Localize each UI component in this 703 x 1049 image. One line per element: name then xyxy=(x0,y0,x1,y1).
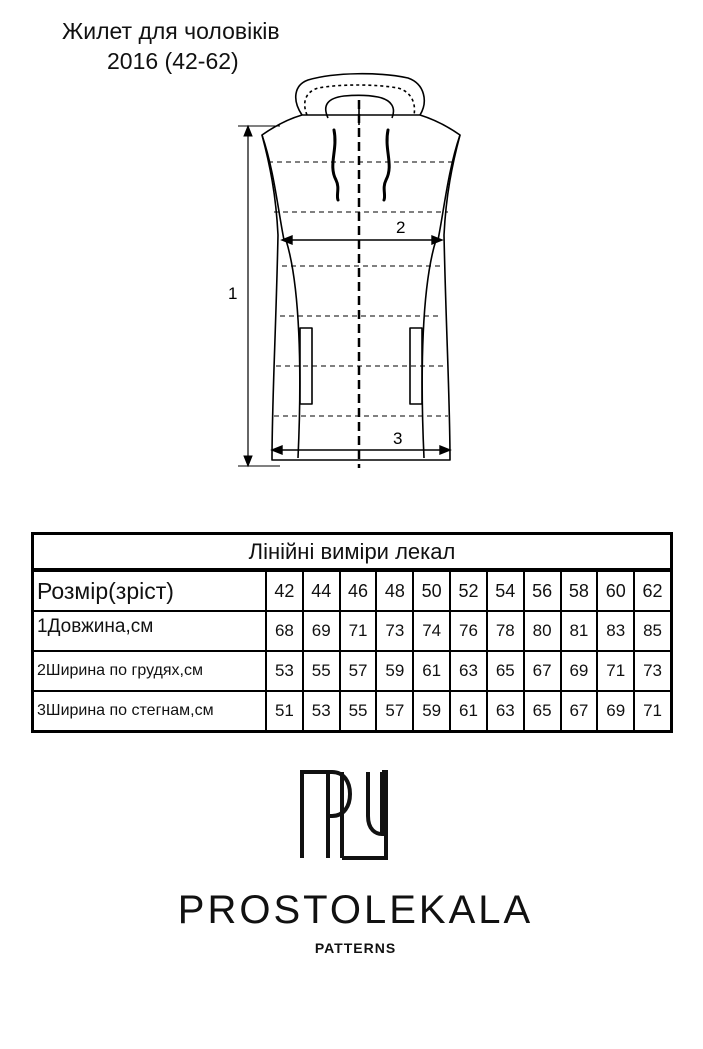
dimension-chest xyxy=(280,234,444,246)
measurements-table: Лінійні виміри лекал Розмір(зріст) 42 44… xyxy=(31,532,673,733)
table-header-row: Розмір(зріст) 42 44 46 48 50 52 54 56 58… xyxy=(34,570,670,610)
value-cell: 69 xyxy=(559,652,597,690)
brand-tagline: PATTERNS xyxy=(314,940,397,956)
hood xyxy=(295,72,425,116)
value-cell: 73 xyxy=(375,612,412,650)
value-cell: 67 xyxy=(522,652,560,690)
value-cell: 63 xyxy=(485,692,523,730)
table-row: 1Довжина,см 68 69 71 73 74 76 78 80 81 8… xyxy=(34,610,670,650)
size-cell: 42 xyxy=(274,580,295,601)
value-cell: 83 xyxy=(596,612,633,650)
value-cell: 55 xyxy=(338,692,376,730)
row-label: 1Довжина,см xyxy=(34,612,267,650)
value-cell: 59 xyxy=(375,652,412,690)
size-cell: 56 xyxy=(522,572,560,610)
size-cell: 60 xyxy=(596,572,633,610)
vest-outline xyxy=(261,114,461,461)
value-cell: 71 xyxy=(596,652,633,690)
value-cell: 65 xyxy=(522,692,560,730)
size-cell: 52 xyxy=(449,572,486,610)
size-cell: 50 xyxy=(412,572,449,610)
size-cell: 46 xyxy=(338,572,376,610)
dimension-chest-label: 2 xyxy=(396,218,405,237)
table-title: Лінійні виміри лекал xyxy=(34,535,670,570)
value-cell: 67 xyxy=(559,692,597,730)
size-cell: 44 xyxy=(301,572,339,610)
size-cell: 62 xyxy=(633,572,670,610)
value-cell: 81 xyxy=(559,612,597,650)
value-cell: 55 xyxy=(301,652,339,690)
value-cell: 78 xyxy=(485,612,523,650)
dimension-length xyxy=(238,124,280,468)
value-cell: 53 xyxy=(274,661,294,680)
dimension-length-label: 1 xyxy=(228,284,237,303)
brand-logo-icon xyxy=(300,770,388,860)
quilting-lines xyxy=(268,161,454,417)
value-cell: 73 xyxy=(633,652,670,690)
dimension-hip xyxy=(270,444,452,456)
value-cell: 74 xyxy=(412,612,449,650)
drawstrings xyxy=(331,128,391,202)
size-label: Розмір(зріст) xyxy=(34,572,267,610)
size-cell: 48 xyxy=(375,572,412,610)
value-cell: 57 xyxy=(375,692,412,730)
value-cell: 69 xyxy=(301,612,339,650)
size-cell: 54 xyxy=(485,572,523,610)
value-cell: 57 xyxy=(338,652,376,690)
value-cell: 51 xyxy=(274,701,294,720)
value-cell: 63 xyxy=(449,652,486,690)
value-cell: 71 xyxy=(338,612,376,650)
row-label: 3Ширина по стегнам,см xyxy=(34,692,267,730)
vest-diagram: 1 2 3 xyxy=(228,72,461,468)
value-cell: 80 xyxy=(522,612,560,650)
value-cell: 85 xyxy=(633,612,670,650)
value-cell: 76 xyxy=(449,612,486,650)
value-cell: 61 xyxy=(412,652,449,690)
table-row: 3Ширина по стегнам,см 51 53 55 57 59 61 … xyxy=(34,690,670,730)
value-cell: 68 xyxy=(274,621,294,640)
value-cell: 53 xyxy=(301,692,339,730)
value-cell: 61 xyxy=(449,692,486,730)
size-cell: 58 xyxy=(559,572,597,610)
page-subtitle: 2016 (42-62) xyxy=(107,48,239,74)
value-cell: 65 xyxy=(485,652,523,690)
value-cell: 59 xyxy=(412,692,449,730)
table-row: 2Ширина по грудях,см 53 55 57 59 61 63 6… xyxy=(34,650,670,690)
value-cell: 71 xyxy=(633,692,670,730)
page-title: Жилет для чоловіків xyxy=(62,18,280,44)
value-cell: 69 xyxy=(596,692,633,730)
dimension-hip-label: 3 xyxy=(393,429,402,448)
row-label: 2Ширина по грудях,см xyxy=(34,652,267,690)
brand-name: PROSTOLEKALA xyxy=(177,888,534,932)
